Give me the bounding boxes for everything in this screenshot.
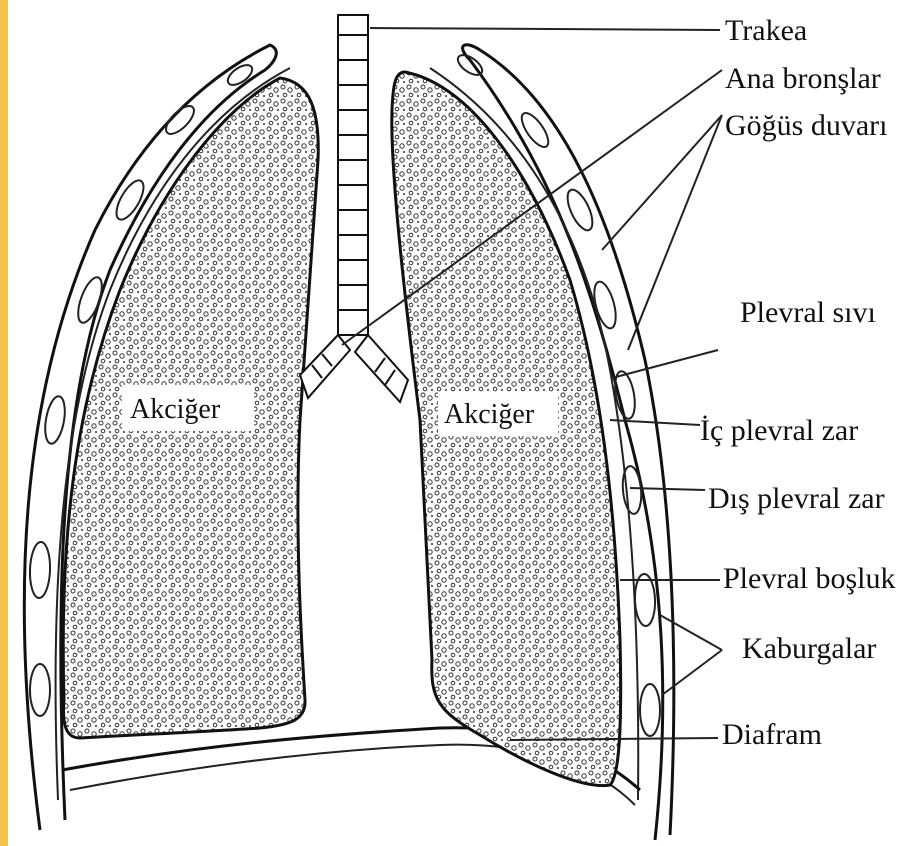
leader-ribs-1 (660, 615, 722, 650)
leader-chest-wall-1 (602, 115, 722, 250)
left-lung-label: Akciğer (130, 394, 221, 425)
trachea-shape (338, 15, 368, 335)
leader-ribs-2 (662, 650, 722, 695)
right-lung-label: Akciğer (444, 399, 535, 430)
leader-pleural-fluid (612, 350, 718, 378)
label-pleural-fluid: Plevral sıvı (740, 296, 876, 329)
main-bronchi-shape (300, 335, 408, 402)
label-chest-wall: Göğüs duvarı (725, 109, 887, 142)
label-trachea: Trakea (725, 14, 807, 47)
label-parietal-pleura: Dış plevral zar (708, 482, 885, 515)
label-ribs: Kaburgalar (742, 632, 876, 665)
label-diaphragm: Diafram (722, 718, 822, 751)
label-main-bronchi: Ana bronşlar (725, 62, 881, 95)
leader-trachea (370, 28, 720, 30)
label-visceral-pleura: İç plevral zar (700, 414, 858, 447)
leader-chest-wall-2 (628, 115, 722, 350)
label-pleural-cavity: Plevral boşluk (723, 562, 896, 595)
